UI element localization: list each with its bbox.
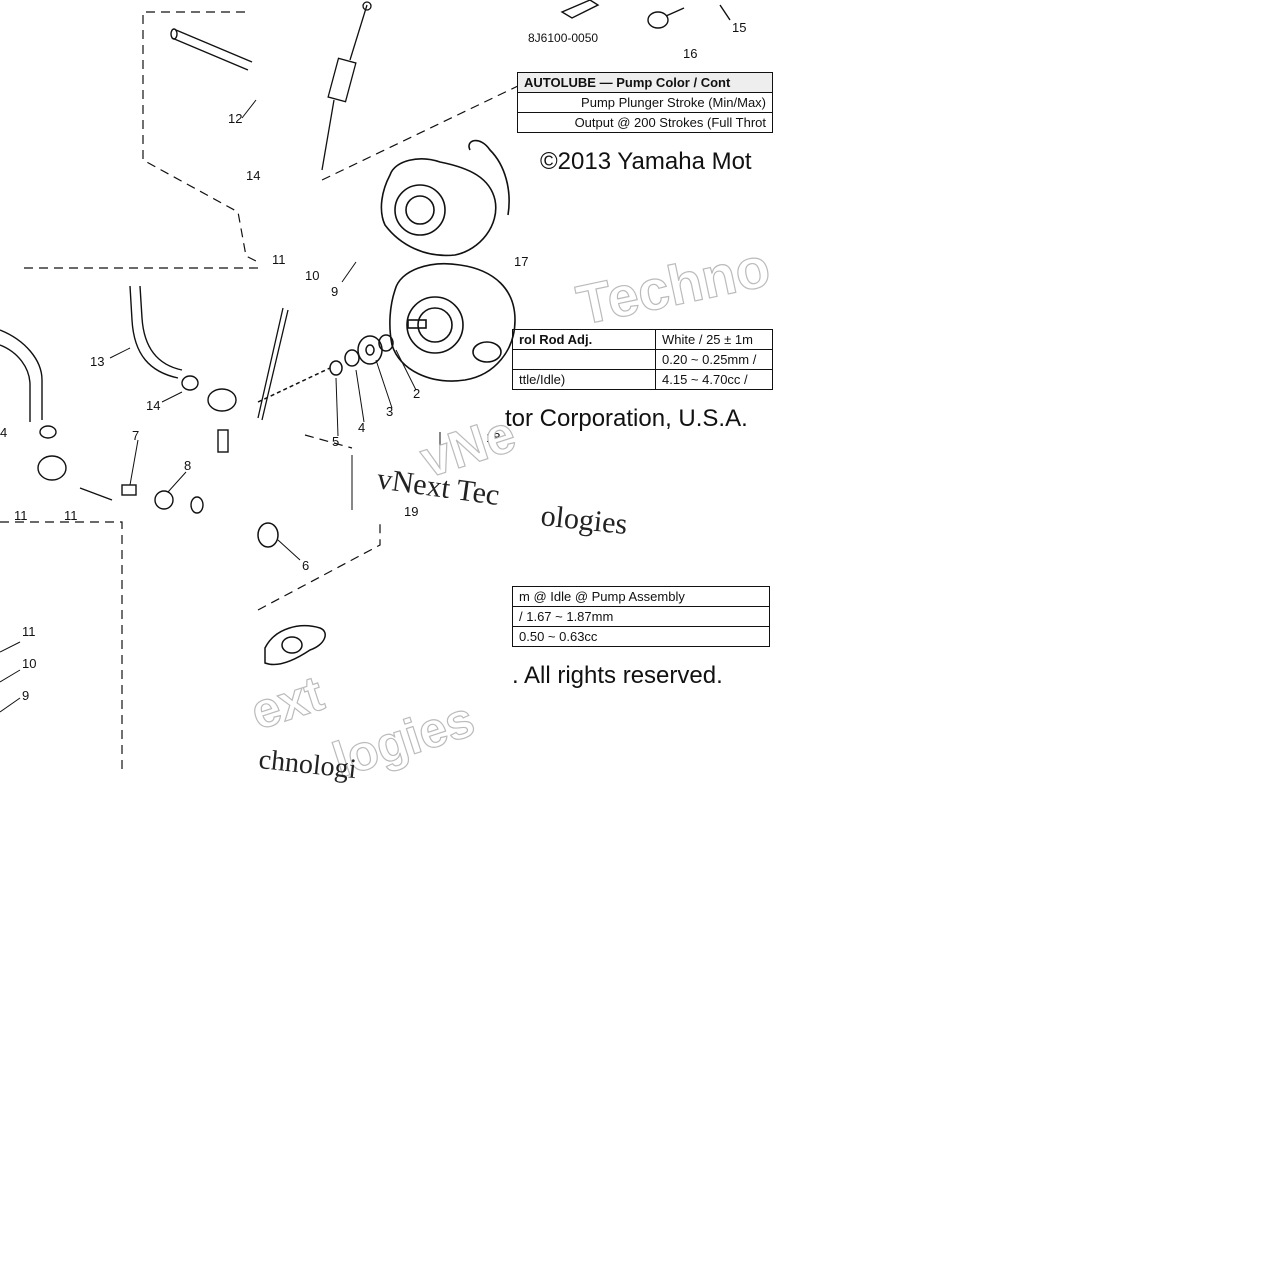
copyright-line-bottom: . All rights reserved. [512,662,723,689]
callout-numbers: 12 14 11 10 9 16 15 2 3 4 5 6 18 19 17 1… [0,20,746,703]
table-cell: AUTOLUBE — Pump Color / Cont [517,72,773,93]
callout-11d: 11 [22,624,36,639]
callout-11b: 11 [14,508,28,523]
callout-16: 16 [683,46,697,61]
callout-4b: 4 [0,425,7,440]
callout-12: 12 [228,111,242,126]
table-cell [512,349,656,370]
callout-10: 10 [305,268,319,283]
table-row: m @ Idle @ Pump Assembly [512,586,770,607]
callout-18: 18 [486,430,500,445]
pipe-part-13 [129,285,237,453]
table-row: / 1.67 ~ 1.87mm [512,606,770,627]
pump-body-part [389,262,516,382]
table-row: ttle/Idle) 4.15 ~ 4.70cc / [512,369,773,390]
table-row: rol Rod Adj. White / 25 ± 1m [512,329,773,350]
leader-lines [0,99,441,713]
spec-table-top: AUTOLUBE — Pump Color / Cont Pump Plunge… [517,72,773,133]
callout-13: 13 [90,354,104,369]
callout-3: 3 [386,404,393,419]
upper-left-dashed-frame [24,11,521,611]
table-row: Output @ 200 Strokes (Full Throt [517,112,773,133]
pump-cover-part [380,139,510,257]
callout-11: 11 [272,252,286,267]
watermark-ext: ext [244,665,330,741]
table-cell: 4.15 ~ 4.70cc / [655,369,773,390]
copyright-line-top: ©2013 Yamaha Mot [540,148,752,175]
spec-table-mid: rol Rod Adj. White / 25 ± 1m 0.20 ~ 0.25… [512,329,773,390]
table-cell: 0.20 ~ 0.25mm / [655,349,773,370]
callout-8: 8 [184,458,191,473]
table-row: Pump Plunger Stroke (Min/Max) [517,92,773,113]
hose-part-left [0,329,67,481]
lower-left-dashed-frame [0,521,123,770]
fittings-7-8 [79,484,204,514]
callout-7: 7 [132,428,139,443]
hose-part-12 [170,28,253,71]
callout-10b: 10 [22,656,36,671]
table-cell: rol Rod Adj. [512,329,656,350]
fitting-15-16 [560,0,731,29]
callout-11c: 11 [64,508,78,523]
callout-14: 14 [246,168,260,183]
spec-table-bottom: m @ Idle @ Pump Assembly / 1.67 ~ 1.87mm… [512,586,770,647]
callout-2: 2 [413,386,420,401]
table-cell: 0.50 ~ 0.63cc [512,626,770,647]
gasket-part [257,522,326,666]
watermark-logies: logies [326,691,481,789]
control-rod-part [257,307,289,421]
table-row: 0.50 ~ 0.63cc [512,626,770,647]
watermark-techno: Techno [571,235,775,337]
copyright-line-mid: tor Corporation, U.S.A. [505,405,748,432]
callout-15: 15 [732,20,746,35]
table-cell: / 1.67 ~ 1.87mm [512,606,770,627]
table-cell: Pump Plunger Stroke (Min/Max) [517,92,773,113]
callout-6: 6 [302,558,309,573]
table-row: 0.20 ~ 0.25mm / [512,349,773,370]
callout-14b: 14 [146,398,160,413]
callout-17: 17 [514,254,528,269]
table-cell: Output @ 200 Strokes (Full Throt [517,112,773,133]
watermarks: Techno vNe ext logies [243,234,775,789]
throttle-cable-part [321,1,372,171]
callout-5: 5 [332,434,339,449]
washer-stack [257,334,394,403]
callout-9: 9 [331,284,338,299]
table-row: AUTOLUBE — Pump Color / Cont [517,72,773,93]
part-code: 8J6100-0050 [528,31,598,45]
callout-19: 19 [404,504,418,519]
table-cell: m @ Idle @ Pump Assembly [512,586,770,607]
table-cell: White / 25 ± 1m [655,329,773,350]
callout-9b: 9 [22,688,29,703]
table-cell: ttle/Idle) [512,369,656,390]
callout-4: 4 [358,420,365,435]
